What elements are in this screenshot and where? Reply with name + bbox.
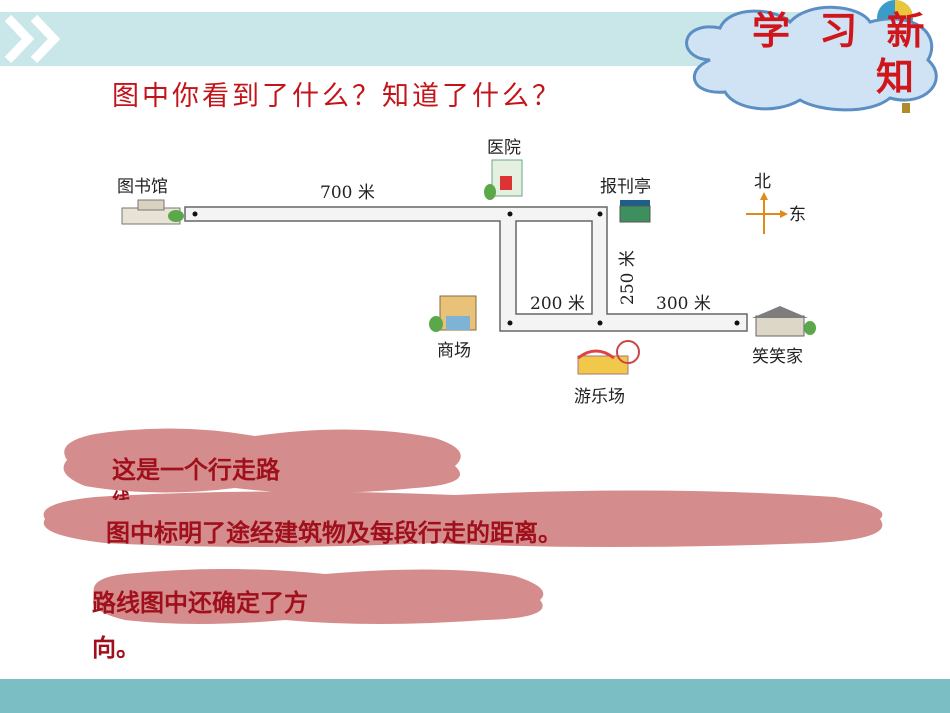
distance-library-hospital: 700 米 xyxy=(320,183,375,203)
label-home: 笑笑家 xyxy=(752,347,803,367)
label-newsstand: 报刊亭 xyxy=(600,177,651,197)
distance-park-home: 300 米 xyxy=(656,294,711,314)
library-icon xyxy=(121,199,184,225)
hospital-icon xyxy=(484,159,523,200)
mall-icon xyxy=(429,295,477,332)
section-badge-cloud xyxy=(685,0,938,113)
question-heading: 图中你看到了什么？知道了什么？ xyxy=(112,81,562,112)
distance-newsstand-down: 250 米 xyxy=(618,250,638,305)
chevron-right-icon xyxy=(4,14,61,64)
note-3-line-1: 路线图中还确定了方 xyxy=(92,589,308,617)
compass-icon xyxy=(746,192,788,234)
note-cloud-2 xyxy=(43,490,883,547)
note-1-line-1: 这是一个行走路 xyxy=(112,456,280,484)
amusement-park-icon xyxy=(577,340,640,375)
section-badge-title: 学 习 新 知 xyxy=(752,8,942,100)
newsstand-icon xyxy=(619,200,651,223)
label-hospital: 医院 xyxy=(487,138,521,158)
compass-east: 东 xyxy=(789,205,806,225)
note-1-line-2: 线 xyxy=(112,486,130,500)
distance-mall-park: 200 米 xyxy=(530,294,585,314)
note-3-line-2: 向。 xyxy=(92,634,140,662)
compass-north: 北 xyxy=(754,172,771,192)
label-mall: 商场 xyxy=(437,341,471,361)
label-library: 图书馆 xyxy=(117,177,168,197)
label-park: 游乐场 xyxy=(574,387,625,407)
footer-bar xyxy=(0,679,950,713)
badge-line-1: 学 习 新 xyxy=(752,8,933,53)
note-2: 图中标明了途经建筑物及每段行走的距离。 xyxy=(106,519,562,547)
badge-line-2: 知 xyxy=(876,54,923,99)
home-icon xyxy=(752,306,816,337)
note-cloud-3 xyxy=(93,569,544,624)
note-cloud-1 xyxy=(63,428,461,493)
